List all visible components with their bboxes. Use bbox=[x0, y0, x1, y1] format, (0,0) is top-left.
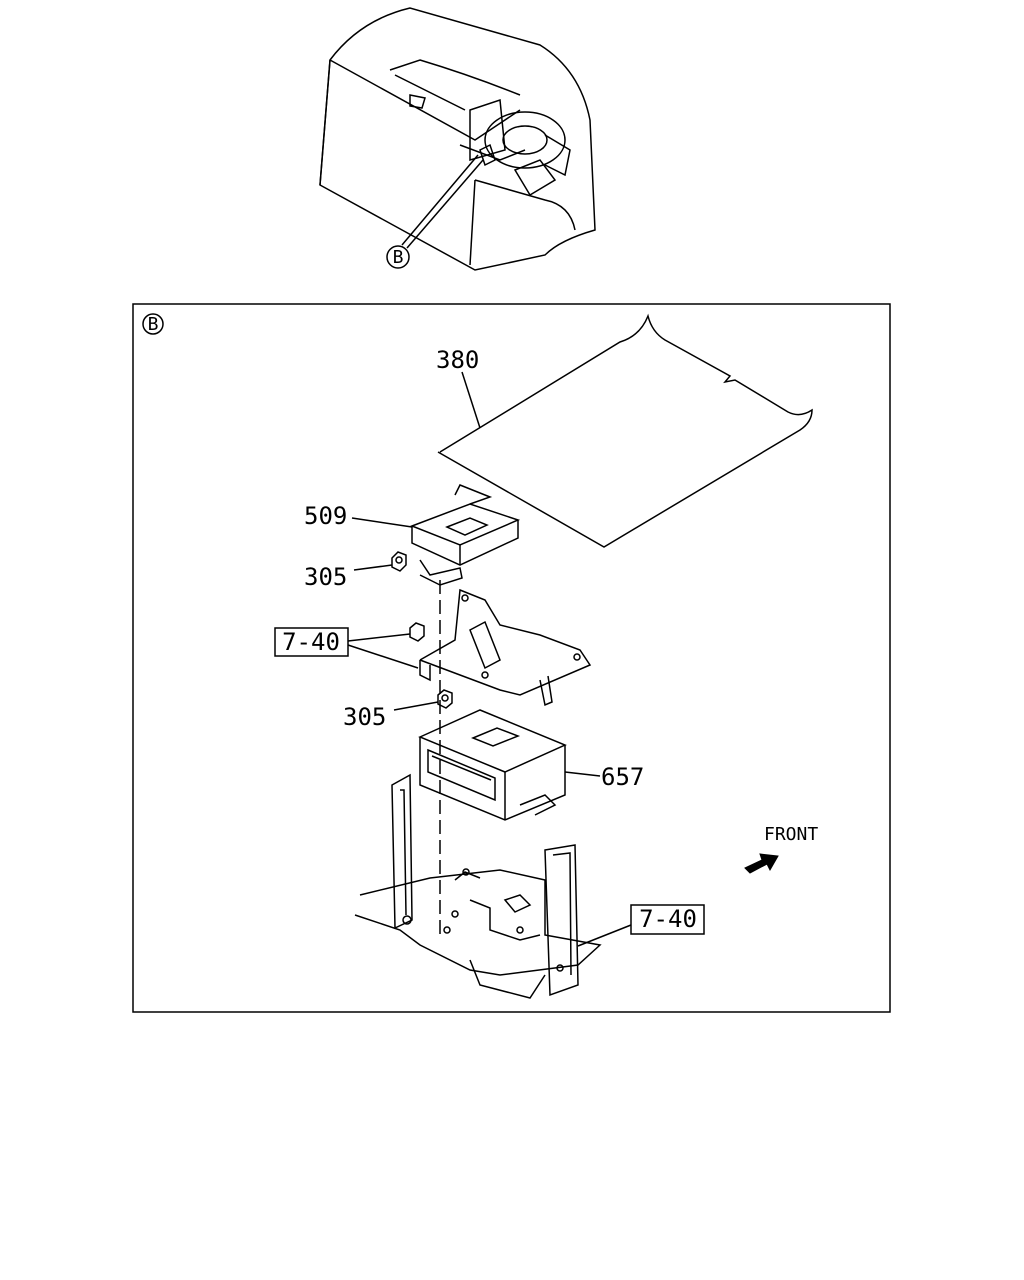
leader-7-40-upper-b bbox=[347, 644, 419, 669]
leader-7-40-upper-a bbox=[347, 633, 411, 642]
detail-frame bbox=[132, 303, 891, 1013]
label-657: 657 bbox=[601, 763, 644, 791]
cab-overview-illustration bbox=[319, 7, 596, 271]
label-305-lower: 305 bbox=[343, 703, 386, 731]
control-unit-509 bbox=[409, 484, 521, 586]
nut-7-40-upper bbox=[409, 622, 425, 642]
ref-7-40-upper: 7-40 bbox=[282, 628, 340, 656]
leader-305-lower bbox=[393, 701, 439, 711]
cover-sheet-380 bbox=[437, 313, 813, 548]
leader-380 bbox=[461, 371, 481, 429]
leader-657 bbox=[564, 771, 601, 777]
leader-305-upper bbox=[353, 564, 393, 571]
overview-callout-b: B bbox=[386, 245, 410, 269]
front-arrow-icon bbox=[744, 853, 779, 874]
nut-305-upper bbox=[391, 551, 407, 572]
svg-text:B: B bbox=[148, 314, 159, 335]
lower-frame-assembly bbox=[354, 773, 602, 999]
leader-509 bbox=[351, 517, 413, 528]
nut-305-lower bbox=[437, 689, 453, 709]
detail-view-marker: B bbox=[142, 313, 164, 335]
label-305-upper: 305 bbox=[304, 563, 347, 591]
front-direction-label: FRONT bbox=[764, 824, 818, 845]
ref-7-40-lower: 7-40 bbox=[639, 905, 697, 933]
mounting-bracket bbox=[419, 588, 592, 707]
ref-box-7-40-upper bbox=[274, 627, 349, 657]
leader-7-40-lower bbox=[577, 924, 632, 947]
control-unit-657 bbox=[418, 709, 567, 821]
label-380: 380 bbox=[436, 346, 479, 374]
label-509: 509 bbox=[304, 502, 347, 530]
svg-text:B: B bbox=[393, 247, 404, 268]
ref-box-7-40-lower bbox=[630, 904, 705, 935]
